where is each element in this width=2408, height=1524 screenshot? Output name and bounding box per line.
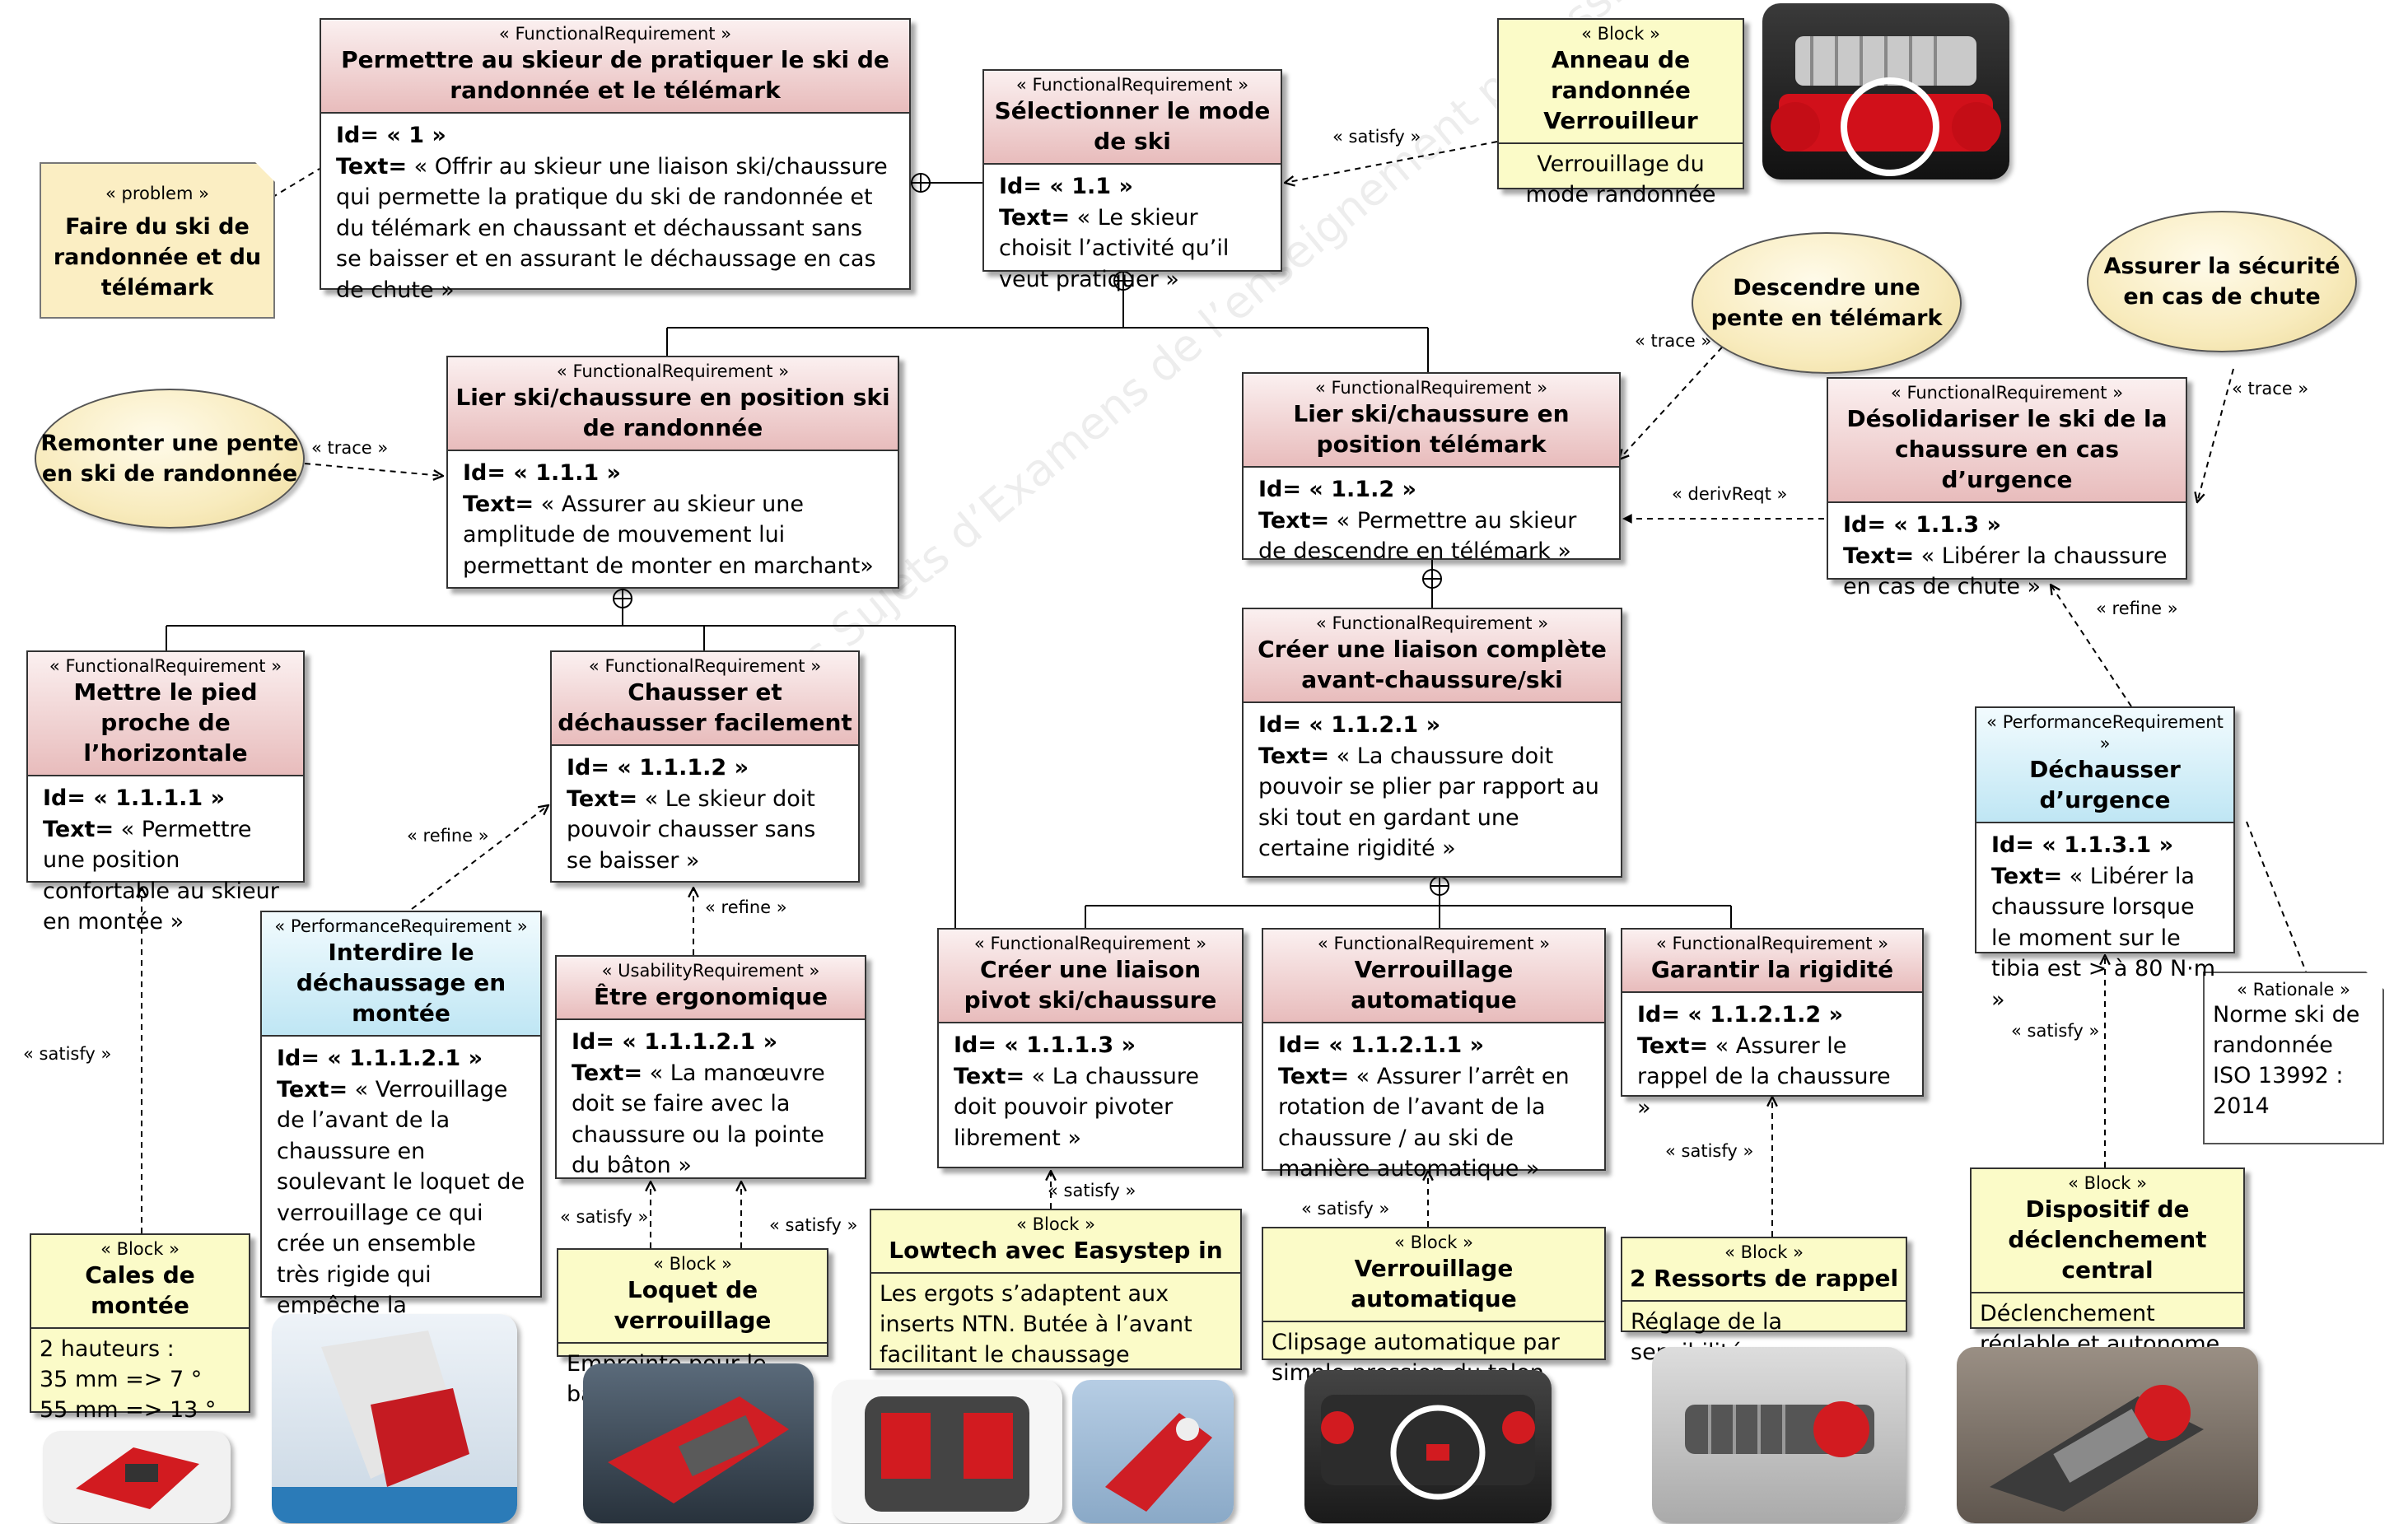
relation-label: « derivReqt » (1672, 484, 1788, 504)
problem-note: « problem » Faire du ski de randonnée et… (40, 162, 275, 319)
requirement-1-1-1: « FunctionalRequirement »Lier ski/chauss… (446, 356, 899, 589)
requirement-1-1-1-2-1-usability: « UsabilityRequirement »Être ergonomique… (555, 955, 866, 1179)
requirement-1-1-2-1-1: « FunctionalRequirement »Verrouillage au… (1262, 928, 1606, 1181)
relation-label: « satisfy » (1048, 1181, 1136, 1200)
requirement-1-1-2-1-2: « FunctionalRequirement »Garantir la rig… (1621, 928, 1924, 1121)
rationale-note: « Rationale » Norme ski de randonnée ISO… (2203, 972, 2384, 1144)
relation-label: « satisfy » (560, 1207, 649, 1227)
block-cales: « Block »Cales de montée 2 hauteurs : 35… (30, 1233, 250, 1423)
relation-label: « refine » (2096, 599, 2178, 618)
binding-photo (1957, 1347, 2258, 1523)
requirement-1-1-3: « FunctionalRequirement »Désolidariser l… (1827, 377, 2187, 599)
relation-label: « trace » (1635, 331, 1712, 351)
binding-photo (43, 1431, 231, 1523)
trace-arrow-remonter (304, 463, 443, 476)
relation-label: « satisfy » (769, 1215, 858, 1235)
binding-photo (272, 1314, 517, 1523)
refine-arrow-interdire (411, 805, 548, 910)
block-loquet: « Block »Loquet de verrouillage Empreint… (557, 1248, 828, 1407)
relation-label: « satisfy » (2011, 1021, 2100, 1041)
block-dispositif: « Block »Dispositif de déclenchement cen… (1970, 1167, 2245, 1357)
requirement-1-1-1-2-1-performance: « PerformanceRequirement »Interdire le d… (260, 911, 542, 1411)
trace-arrow-assurer (2197, 368, 2234, 502)
requirement-1-1-1-1: « FunctionalRequirement »Mettre le pied … (26, 650, 305, 934)
block-lowtech: « Block »Lowtech avec Easystep in Les er… (870, 1209, 1242, 1370)
block-anneau: « Block »Anneau de randonnée Verrouilleu… (1497, 18, 1744, 207)
relation-label: « satisfy » (1332, 127, 1421, 147)
rationale-link (2246, 821, 2307, 972)
block-verrouillage: « Block »Verrouillage automatique Clipsa… (1262, 1227, 1606, 1386)
requirement-1-1-1-3: « FunctionalRequirement »Créer une liais… (937, 928, 1244, 1168)
relation-label: « satisfy » (1665, 1141, 1754, 1161)
block-ressorts: « Block »2 Ressorts de rappel Réglage de… (1621, 1237, 1907, 1365)
usecase-assurer: Assurer la sécurité en cas de chute (2087, 211, 2357, 352)
problem-link (271, 168, 320, 198)
requirement-1-1-3-1: « PerformanceRequirement »Déchausser d’u… (1975, 706, 2235, 1013)
relation-label: « trace » (2232, 379, 2309, 398)
containment-symbol-3 (613, 589, 632, 608)
usecase-remonter: Remonter une pente en ski de randonnée (35, 389, 305, 529)
requirement-1-1-1-2: « FunctionalRequirement »Chausser et déc… (550, 650, 860, 883)
binding-photo (1304, 1370, 1552, 1523)
requirement-1-1-2-1: « FunctionalRequirement »Créer une liais… (1242, 608, 1622, 878)
trace-arrow-descendre (1619, 338, 1730, 459)
binding-photo (1072, 1380, 1234, 1523)
binding-photo (1762, 3, 2009, 179)
requirement-1-1: « FunctionalRequirement »Sélectionner le… (982, 69, 1282, 292)
requirement-1-1-2: « FunctionalRequirement »Lier ski/chauss… (1242, 372, 1621, 564)
relation-label: « satisfy » (23, 1044, 112, 1064)
binding-photo (1652, 1347, 1906, 1523)
relation-label: « refine » (407, 826, 489, 846)
relation-label: « satisfy » (1301, 1199, 1390, 1219)
relation-label: « trace » (311, 438, 389, 458)
usecase-descendre: Descendre une pente en télémark (1692, 232, 1962, 374)
containment-symbol-5 (1430, 876, 1449, 896)
containment-symbol-1 (911, 173, 931, 193)
binding-photo (583, 1363, 814, 1523)
relation-label: « refine » (705, 897, 787, 917)
requirement-1: « FunctionalRequirement »Permettre au sk… (320, 18, 911, 303)
binding-photo (832, 1380, 1062, 1523)
